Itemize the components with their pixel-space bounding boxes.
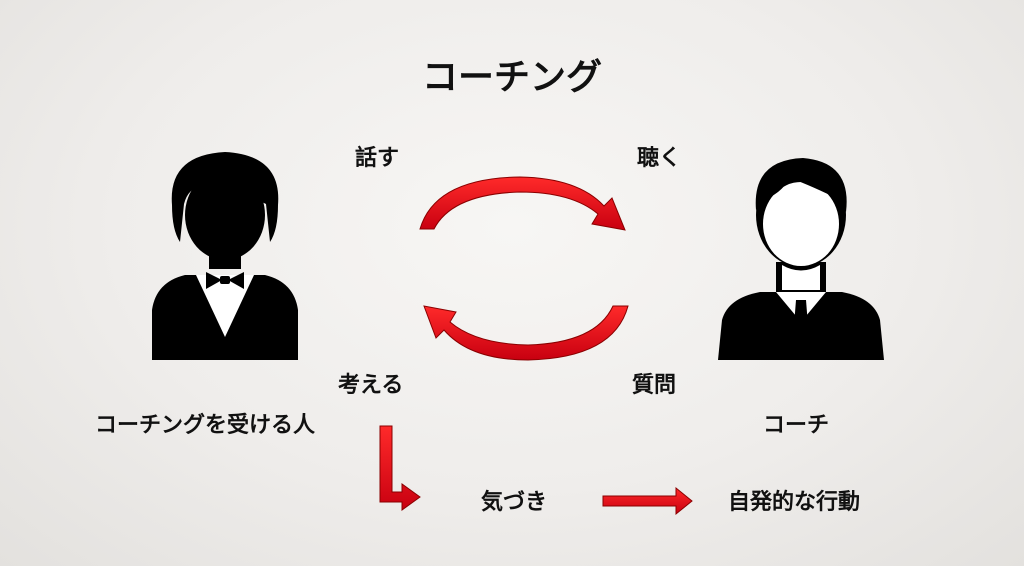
label-question: 質問 <box>632 373 677 398</box>
speak-listen-arrow <box>419 176 626 231</box>
question-think-arrow <box>423 305 629 361</box>
client-person-icon <box>152 152 298 360</box>
label-action: 自発的な行動 <box>728 490 861 515</box>
page-title: コーチング <box>421 57 602 98</box>
coach-person-icon <box>718 158 884 360</box>
label-insight: 気づき <box>481 490 548 515</box>
label-listen: 聴く <box>637 146 682 171</box>
to-insight-arrow <box>379 425 421 511</box>
label-think: 考える <box>338 373 404 398</box>
label-speak: 話す <box>355 146 400 171</box>
insight-to-action-arrow <box>602 486 693 516</box>
label-coach: コーチ <box>763 413 830 438</box>
label-client: コーチングを受ける人 <box>95 413 316 438</box>
